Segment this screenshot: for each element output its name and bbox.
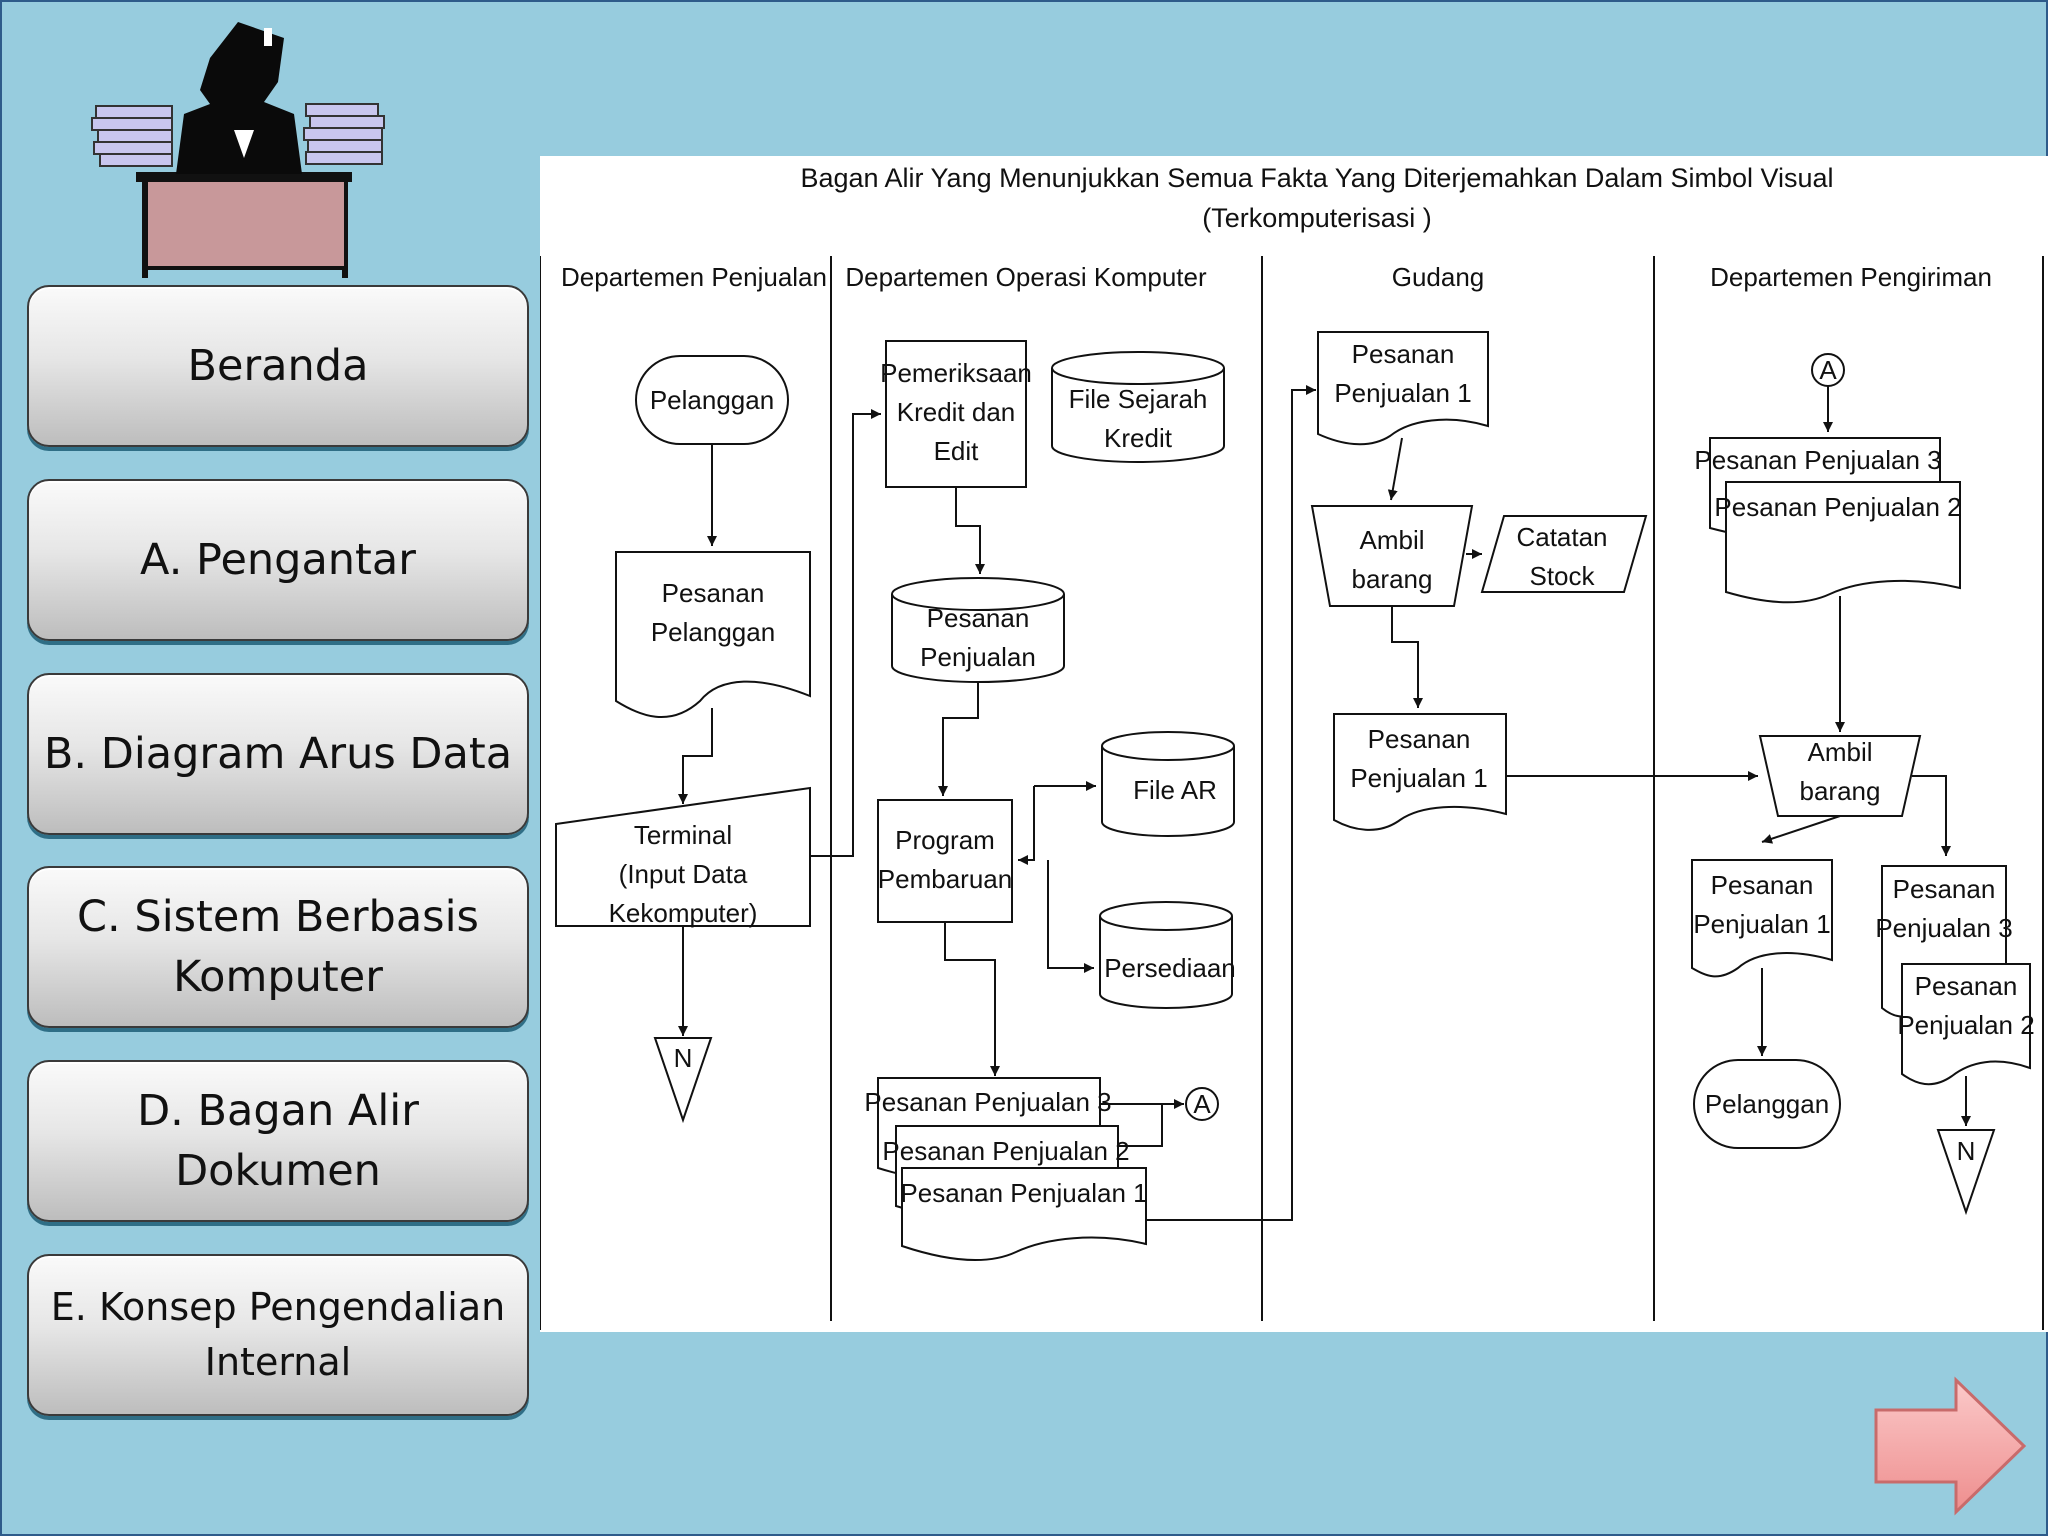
svg-text:Kredit: Kredit xyxy=(1104,423,1173,453)
process-program-pembaruan xyxy=(877,799,1013,923)
flowchart-title: Bagan Alir Yang Menunjukkan Semua Fakta … xyxy=(800,163,1833,193)
svg-text:Pesanan: Pesanan xyxy=(1711,870,1814,900)
lane-header: Departemen Operasi Komputer xyxy=(845,262,1207,292)
svg-text:Pembaruan: Pembaruan xyxy=(878,864,1012,894)
svg-text:Persediaan: Persediaan xyxy=(1104,953,1236,983)
offpage-n-pengiriman xyxy=(1936,1129,1996,1216)
svg-text:Pesanan Penjualan 3: Pesanan Penjualan 3 xyxy=(1694,445,1941,475)
storage-persediaan xyxy=(1099,916,1233,1009)
nav-button-diagram-arus-data[interactable]: B. Diagram Arus Data xyxy=(27,673,529,835)
svg-text:Ambil: Ambil xyxy=(1807,737,1872,767)
document-pengiriman-pesanan-penjualan-1 xyxy=(1691,859,1833,978)
document-pengiriman-pesanan-penjualan-2 xyxy=(1725,481,1961,604)
svg-text:Penjualan 1: Penjualan 1 xyxy=(1350,763,1487,793)
svg-text:Terminal: Terminal xyxy=(634,820,732,850)
svg-text:Pesanan: Pesanan xyxy=(927,603,1030,633)
storage-pesanan-penjualan xyxy=(891,594,1065,683)
svg-text:Penjualan 2: Penjualan 2 xyxy=(1897,1010,2034,1040)
terminator-pelanggan-pengiriman xyxy=(1693,1059,1841,1149)
flowchart: Bagan Alir Yang Menunjukkan Semua Fakta … xyxy=(540,163,2044,1330)
process-pemeriksaan-kredit xyxy=(885,340,1027,488)
offpage-n-penjualan xyxy=(653,1037,713,1124)
svg-text:Pesanan: Pesanan xyxy=(1352,339,1455,369)
svg-text:A: A xyxy=(1819,355,1837,385)
document-gudang-pesanan-penjualan-1 xyxy=(1317,331,1489,446)
svg-text:File Sejarah: File Sejarah xyxy=(1069,384,1208,414)
nav-button-beranda[interactable]: Beranda xyxy=(27,285,529,447)
document-pengiriman-pesanan-penjualan-2b xyxy=(1901,963,2031,1086)
svg-text:Catatan: Catatan xyxy=(1516,522,1607,552)
svg-text:Ambil: Ambil xyxy=(1359,525,1424,555)
svg-text:Pesanan Penjualan 2: Pesanan Penjualan 2 xyxy=(882,1136,1129,1166)
svg-text:barang: barang xyxy=(1800,776,1881,806)
lane-header: Departemen Penjualan xyxy=(561,262,827,292)
svg-text:N: N xyxy=(674,1043,693,1073)
document-pesanan-penjualan-1 xyxy=(901,1167,1147,1261)
nav-button-label: A. Pengantar xyxy=(140,535,416,585)
storage-file-ar xyxy=(1101,746,1235,837)
svg-text:(Input Data: (Input Data xyxy=(619,859,748,889)
svg-text:Pelanggan: Pelanggan xyxy=(650,385,774,415)
manual-operation-ambil-barang-gudang xyxy=(1310,505,1474,607)
svg-text:Pesanan Penjualan 2: Pesanan Penjualan 2 xyxy=(1714,492,1961,522)
data-catatan-stock xyxy=(1480,515,1648,593)
svg-text:Pesanan: Pesanan xyxy=(1915,971,2018,1001)
flowchart-subtitle: (Terkomputerisasi ) xyxy=(1202,203,1432,233)
nav-button-pengantar[interactable]: A. Pengantar xyxy=(27,479,529,641)
lane-header: Gudang xyxy=(1392,262,1485,292)
svg-text:Pesanan Penjualan 3: Pesanan Penjualan 3 xyxy=(864,1087,1111,1117)
lane-header: Departemen Pengiriman xyxy=(1710,262,1992,292)
svg-text:Penjualan 3: Penjualan 3 xyxy=(1875,913,2012,943)
svg-text:Penjualan 1: Penjualan 1 xyxy=(1693,909,1830,939)
storage-file-sejarah-kredit xyxy=(1051,368,1225,463)
svg-text:A: A xyxy=(1193,1089,1211,1119)
svg-text:Pemeriksaan: Pemeriksaan xyxy=(880,358,1032,388)
svg-text:N: N xyxy=(1957,1136,1976,1166)
document-pesanan-pelanggan xyxy=(615,551,811,719)
svg-text:Program: Program xyxy=(895,825,995,855)
svg-text:Pelanggan: Pelanggan xyxy=(1705,1089,1829,1119)
connector-a xyxy=(1185,1087,1219,1121)
svg-text:Stock: Stock xyxy=(1529,561,1595,591)
svg-text:Penjualan: Penjualan xyxy=(920,642,1036,672)
svg-text:Penjualan 1: Penjualan 1 xyxy=(1334,378,1471,408)
manual-input-terminal xyxy=(555,786,811,927)
nav-button-label: Beranda xyxy=(187,341,369,391)
manual-operation-ambil-barang-pengiriman xyxy=(1758,735,1922,817)
svg-text:Kekomputer): Kekomputer) xyxy=(609,898,758,928)
svg-text:Pesanan: Pesanan xyxy=(662,578,765,608)
svg-text:Edit: Edit xyxy=(934,436,980,466)
next-arrow-icon[interactable] xyxy=(1872,1376,2032,1516)
svg-text:Pesanan: Pesanan xyxy=(1893,874,1996,904)
svg-text:Kredit dan: Kredit dan xyxy=(897,397,1016,427)
svg-text:File AR: File AR xyxy=(1133,775,1217,805)
svg-text:barang: barang xyxy=(1352,564,1433,594)
document-gudang-pesanan-penjualan-1b xyxy=(1333,713,1507,831)
svg-text:Pelanggan: Pelanggan xyxy=(651,617,775,647)
svg-text:Pesanan: Pesanan xyxy=(1368,724,1471,754)
svg-text:Pesanan Penjualan 1: Pesanan Penjualan 1 xyxy=(900,1178,1147,1208)
office-clerk-clipart xyxy=(91,22,385,278)
flowchart-panel: Bagan Alir Yang Menunjukkan Semua Fakta … xyxy=(540,156,2048,1332)
nav-button-label: B. Diagram Arus Data xyxy=(43,729,513,779)
